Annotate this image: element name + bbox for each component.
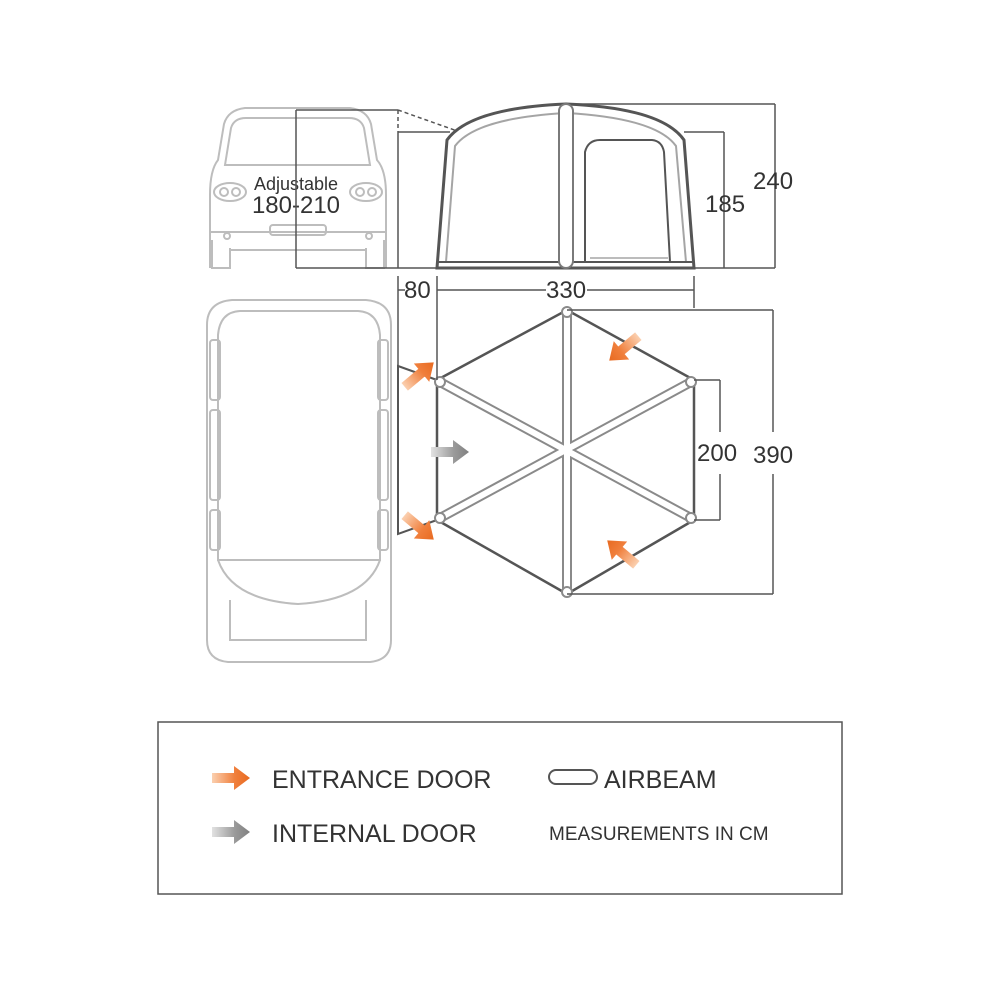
vehicle-top-view (206, 299, 392, 663)
legend-airbeam: AIRBEAM (604, 766, 717, 794)
legend-measurements-note: MEASUREMENTS IN CM (549, 824, 769, 845)
legend-internal-door: INTERNAL DOOR (272, 820, 477, 848)
elevation-dimension-lines (397, 103, 776, 269)
tent-front-elevation (435, 102, 696, 270)
dim-height-240: 240 (753, 168, 793, 195)
dim-height-185: 185 (705, 191, 745, 218)
dim-width-330: 330 (546, 277, 586, 304)
plan-dimension-lines (397, 308, 774, 595)
tent-floorplan (397, 306, 697, 598)
airbeam-capsule-icon (548, 769, 598, 785)
legend-entrance-door: ENTRANCE DOOR (272, 766, 491, 794)
dim-depth-390: 390 (753, 442, 793, 469)
width-dimension-lines (397, 276, 695, 308)
legend-box: ENTRANCE DOOR INTERNAL DOOR AIRBEAM MEAS… (157, 721, 843, 895)
dim-depth-200: 200 (697, 440, 737, 467)
vehicle-height-bracket (295, 109, 461, 269)
dim-gap-80: 80 (404, 277, 431, 304)
